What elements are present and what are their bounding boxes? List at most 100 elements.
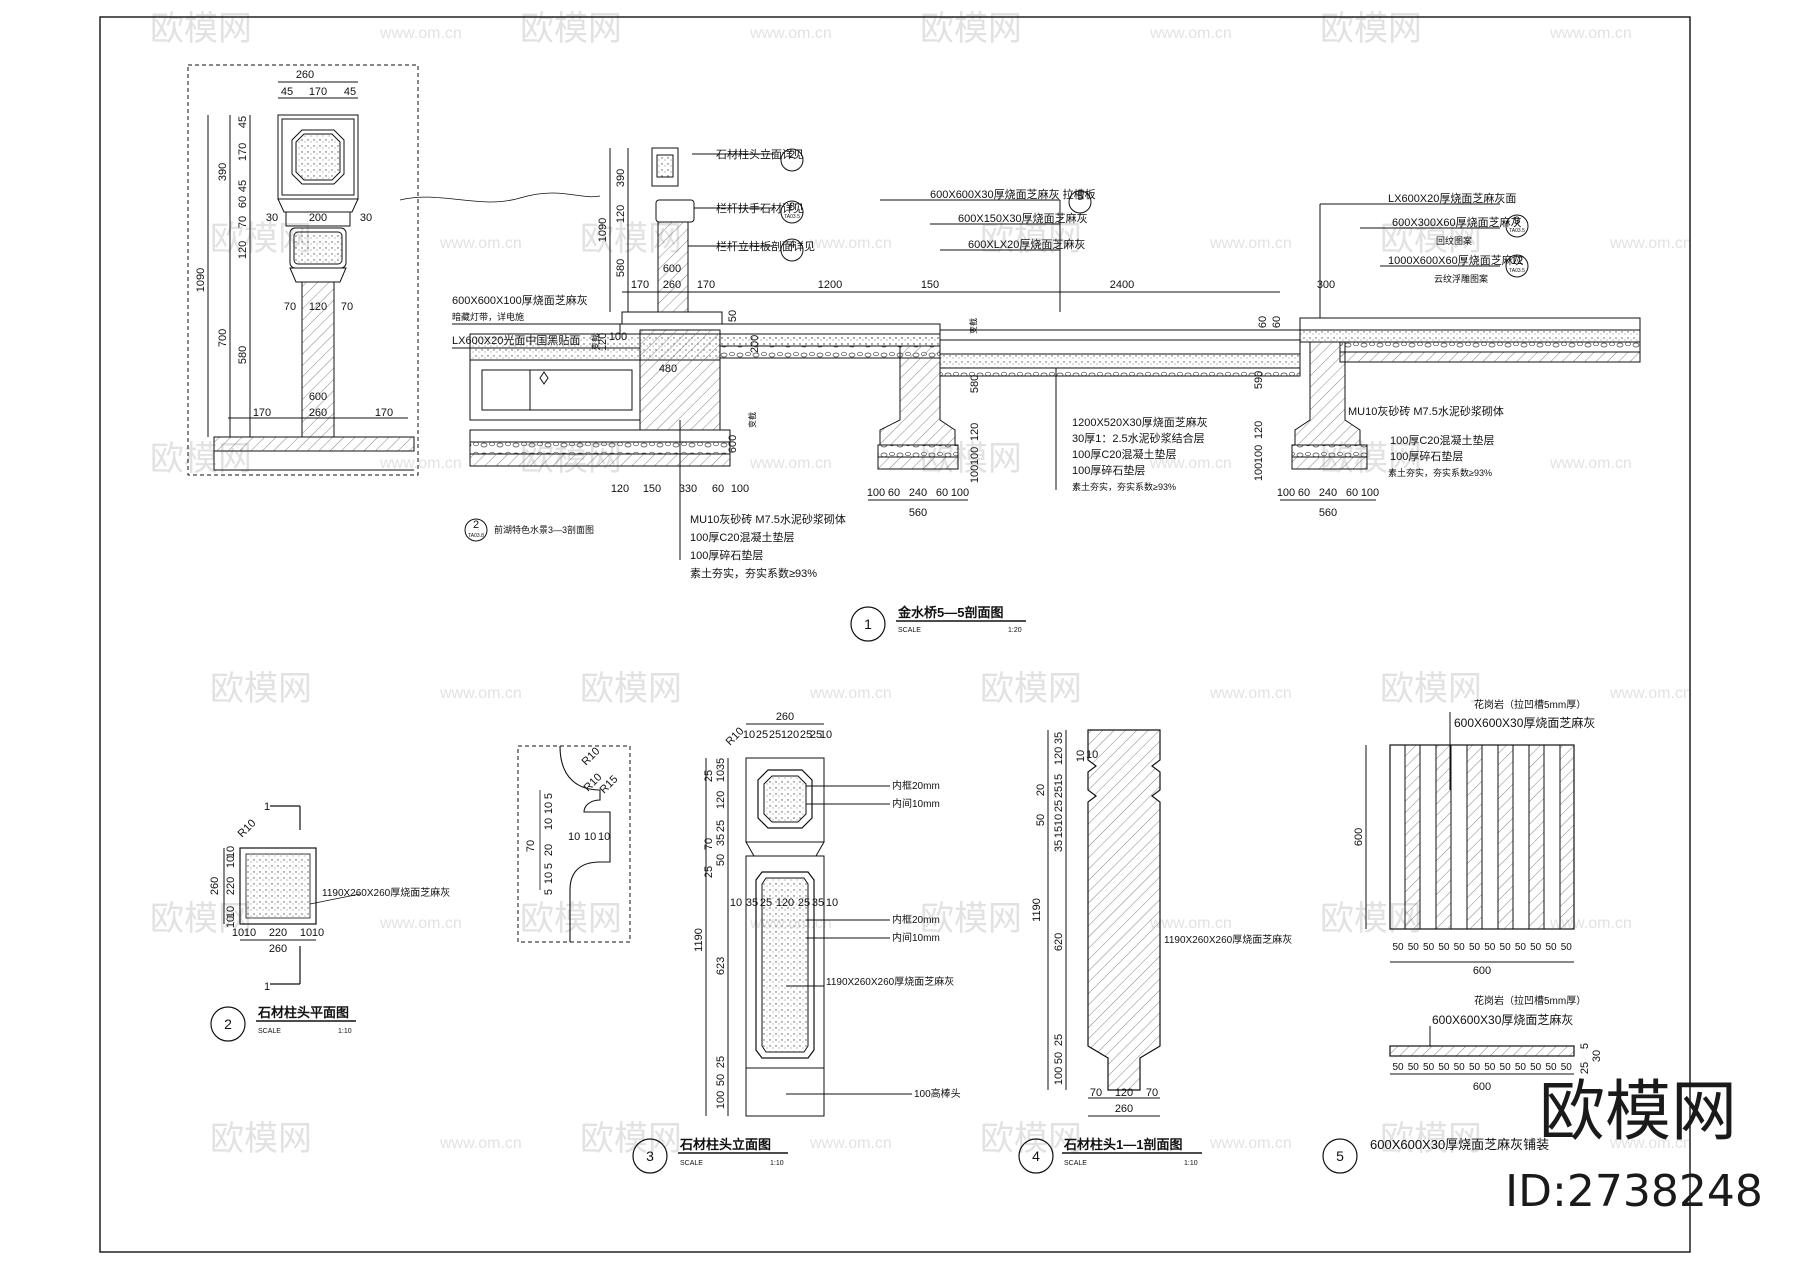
sheet-border xyxy=(99,16,1691,1253)
dim-label: 300 xyxy=(1317,279,1335,291)
scale-label: SCALE xyxy=(898,627,921,634)
dim-label: 60 xyxy=(1346,487,1358,499)
dim-label: 560 xyxy=(1319,507,1337,519)
dim-label: 560 xyxy=(909,507,927,519)
drawing-title: 石材柱头立面图 xyxy=(679,1137,771,1152)
drawing-number-circle xyxy=(1322,1138,1358,1174)
dim-label: 45 xyxy=(237,180,249,192)
dim-label: 390 xyxy=(615,169,627,187)
dim-label: 30 xyxy=(266,212,278,224)
dim-label: 45 xyxy=(344,86,356,98)
watermark-brand: 欧模网 xyxy=(980,220,1082,258)
watermark-url: www.om.cn xyxy=(1209,685,1292,702)
dim-label: 20 xyxy=(1035,784,1047,796)
watermark-url: www.om.cn xyxy=(1209,1135,1292,1152)
dim-label: 25 xyxy=(1579,1062,1591,1074)
dim-label: 70 xyxy=(284,301,296,313)
dim-label: 120 xyxy=(776,897,794,909)
dim-label: 120 xyxy=(611,483,629,495)
callout-text: 栏杆立柱板剖面详见 xyxy=(716,239,815,253)
post-cap-elevation-labels: 260 10 25 25 120 25 25 10 R10 35 10 25 1… xyxy=(693,711,961,1109)
brand-id: ID:2738248 xyxy=(1505,1166,1763,1217)
drawing-number: 4 xyxy=(1032,1148,1040,1164)
dim-label: 50 xyxy=(1561,942,1573,953)
dim-label: 150 xyxy=(643,483,661,495)
dim-label: 100 xyxy=(867,487,885,499)
profile-detail-labels: R10 R10 R15 5 10 10 70 20 5 10 10 10 10 … xyxy=(525,745,620,895)
dim-label: 100 xyxy=(715,1091,727,1109)
dim-label: 260 xyxy=(209,877,221,895)
title-block-5: 5 600X600X30厚烧面芝麻灰铺装 xyxy=(1322,1137,1549,1174)
dim-label: 50 xyxy=(715,1074,727,1086)
watermark-url: www.om.cn xyxy=(1609,235,1692,252)
dim-label: 25 xyxy=(703,770,715,782)
drawing-title: 金水桥5—5剖面图 xyxy=(897,605,1003,620)
dim-label: 2400 xyxy=(1110,279,1134,291)
scale-value: 1:10 xyxy=(1184,1160,1198,1167)
dim-label: 50 xyxy=(1545,942,1557,953)
callout-text: 600X150X30厚烧面芝麻灰 xyxy=(958,211,1088,225)
dim-label: 100 xyxy=(1361,487,1379,499)
detail-ref-number: 4 xyxy=(789,239,795,251)
dim-label: 10 xyxy=(543,818,555,830)
watermark-brand: 欧模网 xyxy=(920,10,1022,48)
dim-label: 25 xyxy=(1053,786,1065,798)
dim-label: 170 xyxy=(253,407,271,419)
callout-text: LX600X20光面中国黑贴面 xyxy=(452,333,580,347)
bridge-section-labels: 石材柱头立面详见 栏杆扶手石材详见 栏杆立柱板剖面详见 2 8 TA03.5 4… xyxy=(452,147,1529,580)
callout-text: 600X300X60厚烧面芝麻灰 xyxy=(1392,215,1522,229)
watermark-brand: 欧模网 xyxy=(980,670,1082,708)
dim-label: 10 xyxy=(743,729,755,741)
dim-label: 590 xyxy=(1253,371,1265,389)
detail-ref-marker xyxy=(1505,254,1529,278)
watermark-url: www.om.cn xyxy=(379,25,462,42)
dim-label: 50 xyxy=(1469,942,1481,953)
dim-label: 220 xyxy=(269,927,287,939)
dim-label: 60 xyxy=(237,196,249,208)
dim-label: 35 xyxy=(715,758,727,770)
dim-label: 25 xyxy=(769,729,781,741)
tag-text: 变截 xyxy=(590,334,600,350)
post-elevation-drawing xyxy=(187,64,419,476)
dim-label: 50 xyxy=(1423,942,1435,953)
dim-label: 50 xyxy=(1530,942,1542,953)
dim-label: 260 xyxy=(1115,1103,1133,1115)
dim-label: 50 xyxy=(1392,1062,1404,1073)
dim-label: 240 xyxy=(1319,487,1337,499)
watermark-url: www.om.cn xyxy=(439,685,522,702)
dim-label: 45 xyxy=(237,116,249,128)
title-block-2: 2 石材柱头平面图 SCALE 1:10 xyxy=(210,1005,356,1042)
watermark-brand: 欧模网 xyxy=(1380,220,1482,258)
dim-label: 600 xyxy=(309,391,327,403)
dim-label: 35 xyxy=(1053,840,1065,852)
dim-label: 70 xyxy=(525,840,537,852)
callout-text: 回纹图案 xyxy=(1436,235,1472,246)
post-elevation-dims: 260 45 170 45 30 200 30 70 120 70 1090 3… xyxy=(195,69,408,437)
dim-label: 50 xyxy=(1500,942,1512,953)
drawing-number-circle xyxy=(1018,1138,1054,1174)
dim-label: 240 xyxy=(909,487,927,499)
dim-label: 25 xyxy=(715,1056,727,1068)
callout-text: 前湖特色水景3—3剖面图 xyxy=(494,524,594,535)
dim-label: 170 xyxy=(631,279,649,291)
scale-label: SCALE xyxy=(1064,1160,1087,1167)
note-text: 花岗岩（拉凹槽5mm厚） xyxy=(1474,698,1586,711)
dim-label: 260 xyxy=(309,407,327,419)
detail-ref-number: 2 xyxy=(789,149,795,161)
detail-ref-number: 2 xyxy=(473,519,479,531)
dim-label: 120 xyxy=(237,241,249,259)
watermark-url: www.om.cn xyxy=(749,455,832,472)
dim-label: 5 xyxy=(543,863,555,869)
dim-label: 100 xyxy=(969,465,981,483)
watermark-brand: 欧模网 xyxy=(1380,1120,1482,1158)
dim-label: 200 xyxy=(749,335,761,353)
dim-label: 170 xyxy=(697,279,715,291)
dim-label: 600 xyxy=(1473,965,1491,977)
watermark-brand: 欧模网 xyxy=(1320,10,1422,48)
dim-label: 35 xyxy=(746,897,758,909)
watermark-brand: 欧模网 xyxy=(520,10,622,48)
dim-label: 5 xyxy=(543,793,555,799)
dim-label: 1200 xyxy=(818,279,842,291)
dim-label: 120 xyxy=(715,791,727,809)
